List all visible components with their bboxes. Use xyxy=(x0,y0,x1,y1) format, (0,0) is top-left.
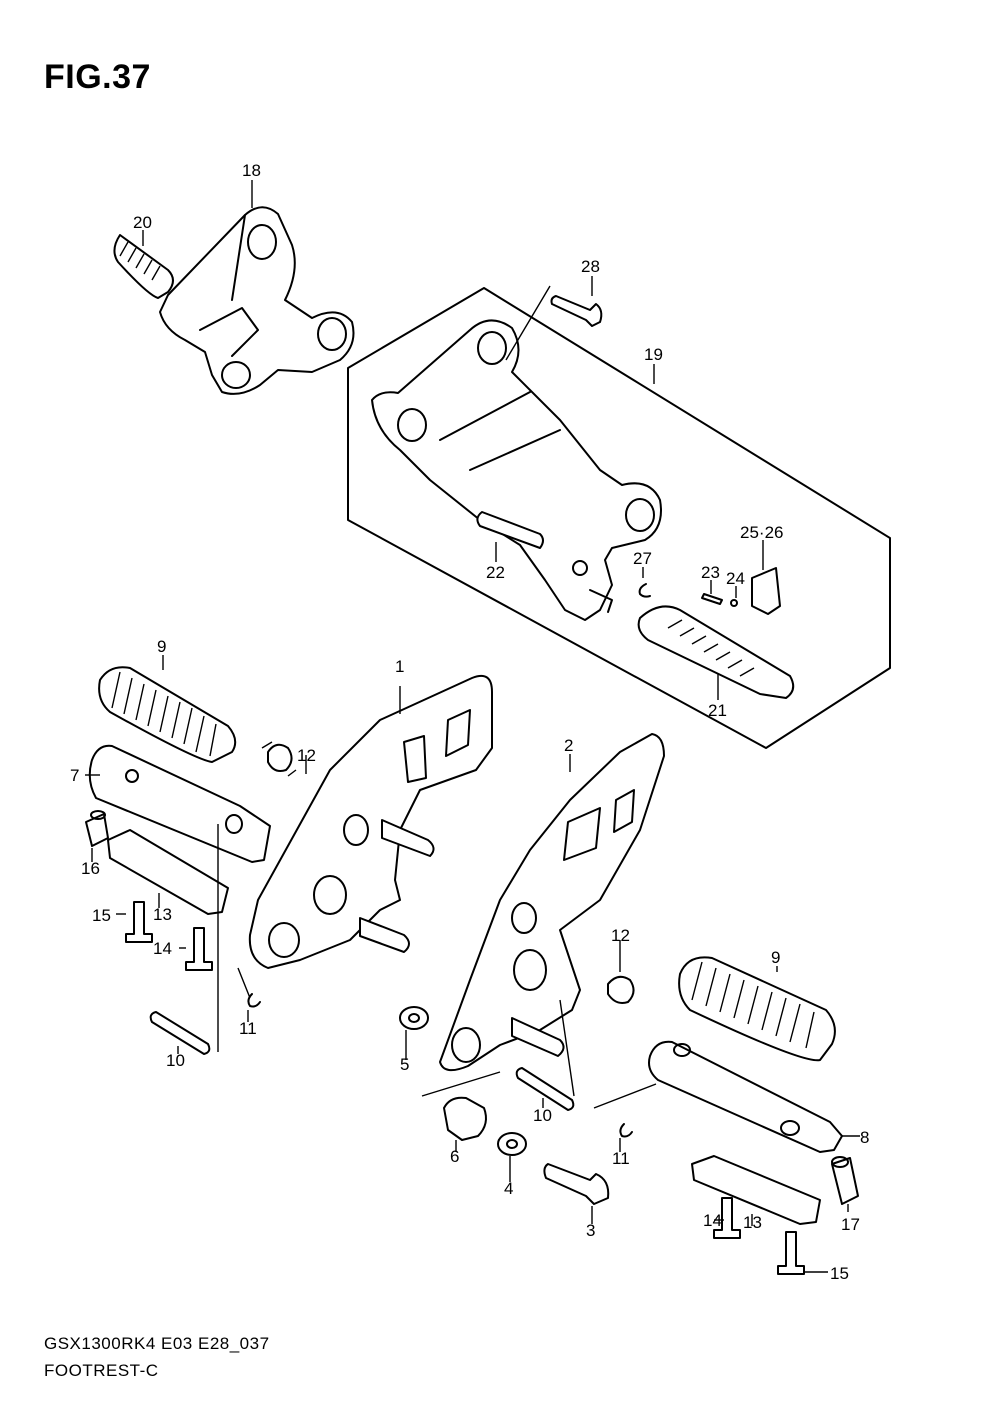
passenger-bracket-assembly-drawing xyxy=(113,206,355,395)
part-group-name-label: FOOTREST-C xyxy=(44,1361,159,1380)
callout-16: 16 xyxy=(81,859,100,878)
callout-15-left: 15 xyxy=(92,906,111,925)
callout-12-right: 12 xyxy=(611,926,630,945)
callout-9-right: 9 xyxy=(771,948,780,967)
callout-13-right: 13 xyxy=(743,1213,762,1232)
callout-10-right: 10 xyxy=(533,1106,552,1125)
right-footrest-assembly-drawing xyxy=(399,733,859,1275)
callout-13-left: 13 xyxy=(153,905,172,924)
leader-lines xyxy=(85,180,860,1273)
callout-11-left: 11 xyxy=(239,1019,257,1038)
callout-6: 6 xyxy=(450,1147,459,1166)
part-callouts: 18 20 28 19 25·26 22 27 23 24 21 9 1 7 1… xyxy=(70,161,869,1283)
callout-11-right: 11 xyxy=(612,1149,630,1168)
callout-4: 4 xyxy=(504,1179,513,1198)
figure-title: FIG.37 xyxy=(44,58,151,96)
callout-12-left: 12 xyxy=(297,746,316,765)
callout-15-right: 15 xyxy=(830,1264,849,1283)
callout-2: 2 xyxy=(564,736,573,755)
callout-18: 18 xyxy=(242,161,261,180)
callout-1: 1 xyxy=(395,657,404,676)
callout-24: 24 xyxy=(726,569,745,588)
callout-5: 5 xyxy=(400,1055,409,1074)
left-footrest-assembly-drawing xyxy=(85,666,493,1055)
callout-20: 20 xyxy=(133,213,152,232)
callout-8: 8 xyxy=(860,1128,869,1147)
callout-25-26: 25·26 xyxy=(740,523,783,542)
callout-9-left: 9 xyxy=(157,637,166,656)
callout-14-right: 14 xyxy=(703,1211,722,1230)
callout-14-left: 14 xyxy=(153,939,172,958)
callout-7: 7 xyxy=(70,766,79,785)
callout-21: 21 xyxy=(708,701,727,720)
callout-10-left: 10 xyxy=(166,1051,185,1070)
model-code-label: GSX1300RK4 E03 E28_037 xyxy=(44,1334,270,1353)
callout-27: 27 xyxy=(633,549,652,568)
callout-23: 23 xyxy=(701,563,720,582)
callout-28: 28 xyxy=(581,257,600,276)
callout-17: 17 xyxy=(841,1215,860,1234)
callout-19: 19 xyxy=(644,345,663,364)
callout-22: 22 xyxy=(486,563,505,582)
callout-3: 3 xyxy=(586,1221,595,1240)
rear-footrest-assembly-box xyxy=(347,285,891,749)
